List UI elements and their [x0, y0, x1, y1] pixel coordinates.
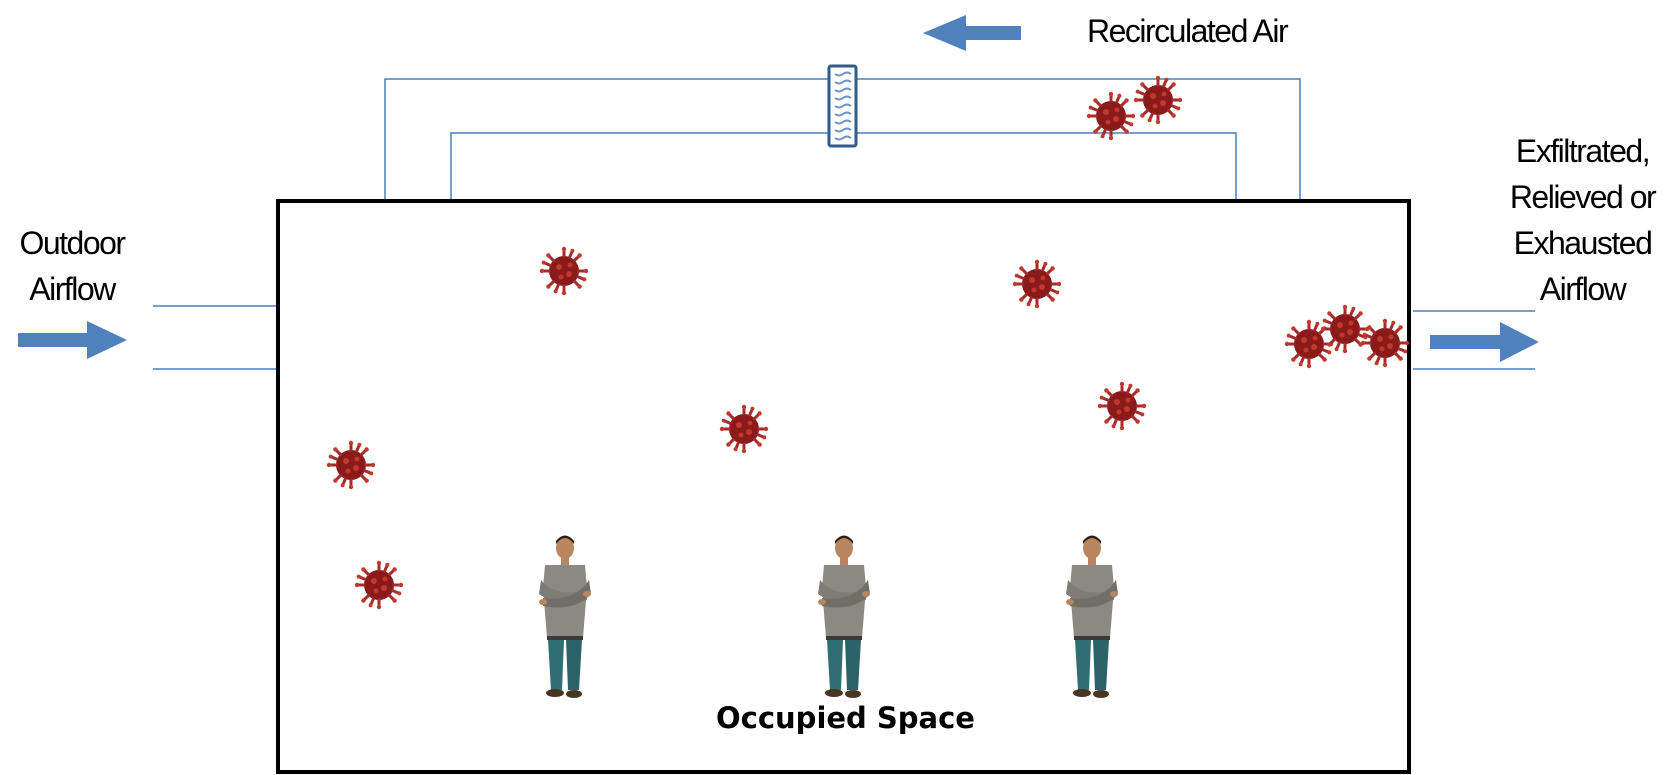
virus-icon — [538, 245, 590, 297]
person-icon — [1066, 535, 1118, 698]
virus-icon — [1085, 90, 1137, 142]
exhaust-airflow-label-line4: Airflow — [1539, 271, 1627, 307]
filter-icon — [827, 64, 858, 148]
exhaust-airflow-label-line2: Relieved or — [1509, 179, 1657, 215]
virus-icon — [1132, 74, 1184, 126]
outdoor-airflow-label-line2: Airflow — [29, 271, 116, 307]
virus-icon — [353, 559, 405, 611]
outdoor-airflow-arrow-icon — [18, 321, 127, 359]
virus-icon — [1283, 318, 1335, 370]
outdoor-airflow-label: Outdoor Airflow — [0, 220, 144, 312]
outdoor-inlet-duct — [153, 305, 276, 370]
recirculated-air-label: Recirculated Air — [1087, 13, 1289, 49]
exhaust-outlet-duct — [1413, 310, 1535, 370]
virus-icon — [1096, 380, 1148, 432]
virus-icon — [718, 403, 770, 455]
occupied-space-label: Occupied Space — [716, 701, 975, 735]
virus-icon — [1319, 303, 1371, 355]
occupied-space-room — [276, 199, 1411, 774]
person-icon — [539, 535, 591, 698]
virus-icon — [1359, 317, 1411, 369]
person-icon — [818, 535, 870, 698]
virus-icon — [1011, 258, 1063, 310]
exhaust-airflow-label-line3: Exhausted — [1513, 225, 1653, 261]
virus-icon — [325, 439, 377, 491]
exhaust-airflow-arrow-icon — [1430, 322, 1539, 362]
exhaust-airflow-label: Exfiltrated, Relieved or Exhausted Airfl… — [1486, 128, 1679, 312]
outdoor-airflow-label-line1: Outdoor — [19, 225, 126, 261]
exhaust-airflow-label-line1: Exfiltrated, — [1515, 133, 1651, 169]
recirculated-air-arrow-icon — [923, 15, 1021, 51]
